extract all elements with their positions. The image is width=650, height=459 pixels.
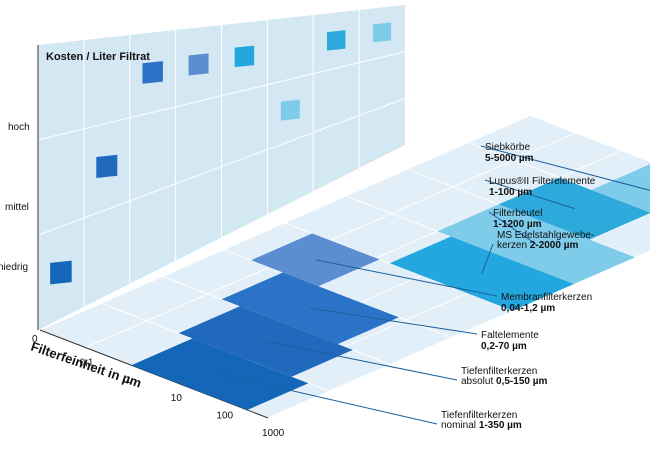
series-label-8-line2: nominal 1-350 µm [441, 420, 522, 431]
band-7 [178, 306, 353, 377]
band-4 [389, 236, 574, 311]
cost-markers [50, 22, 392, 285]
x-tick-label: 1000 [262, 428, 285, 439]
x-tick-label: 1 [125, 375, 131, 386]
x-tick-label: 10 [171, 393, 183, 404]
x-tick-label: 100 [216, 410, 233, 421]
leader-line-3 [488, 211, 537, 245]
series-label-1: Siebkörbe [485, 142, 530, 153]
cost-marker-5 [188, 53, 209, 76]
filter-bands [131, 164, 650, 410]
series-label-6: Faltelemente [481, 330, 539, 341]
cost-marker-6 [142, 61, 163, 84]
leader-line-6 [310, 307, 478, 335]
wall-gridline [37, 97, 406, 236]
series-range-8: 1-350 µm [479, 420, 522, 431]
wall-title: Kosten / Liter Filtrat [46, 51, 150, 63]
band-8 [131, 338, 309, 410]
x-tick-label: 0 [32, 334, 38, 345]
leader-line-4 [481, 243, 494, 274]
floor-gridline [39, 115, 530, 331]
leader-line-7 [265, 341, 458, 381]
series-range-2: 1-100 µm [489, 187, 532, 198]
cost-marker-4 [234, 45, 255, 68]
back-wall [37, 5, 406, 330]
leader-line-5 [315, 259, 498, 297]
series-label-2: Lupus®II Filterelemente [489, 176, 596, 187]
series-range-6: 0,2-70 µm [481, 341, 527, 352]
series-label-7: Tiefenfilterkerzen [461, 366, 537, 377]
floor-gridline [468, 141, 650, 214]
wall-gridline [37, 51, 406, 141]
cost-marker-1 [373, 22, 392, 43]
series-label-3: Filterbeutel [493, 208, 542, 219]
series-label-7-line2: absolut 0,5-150 µm [461, 376, 547, 387]
cost-marker-3 [280, 99, 300, 121]
y-ticks: niedrig mittel hoch [0, 122, 30, 273]
y-tick-label: niedrig [0, 262, 28, 273]
x-ticks: 0 0,1 1 10 100 1000 [32, 334, 285, 439]
floor-gridline [345, 195, 575, 285]
y-tick-label: mittel [5, 202, 29, 213]
series-label-8: Tiefenfilterkerzen [441, 410, 517, 421]
x-tick-label: 0,1 [80, 358, 94, 369]
cost-marker-7 [96, 154, 118, 179]
floor-gridline [223, 249, 452, 339]
y-tick-label: hoch [8, 122, 30, 133]
leader-line-2 [484, 179, 575, 210]
leader-lines [219, 145, 650, 425]
series-range-4: 2-2000 µm [530, 240, 579, 251]
cost-marker-8 [50, 260, 72, 285]
leader-line-1 [480, 145, 650, 191]
leader-line-8 [219, 373, 438, 425]
cost-marker-2 [326, 30, 346, 51]
series-label-5: Membranfilterkerzen [501, 292, 592, 303]
series-range-1: 5-5000 µm [485, 153, 534, 164]
series-label-4: MS Edelstahlgewebe- [497, 230, 594, 241]
series-range-7: 0,5-150 µm [496, 376, 547, 387]
series-range-3: 1-1200 µm [493, 219, 542, 230]
series-range-5: 0,04-1,2 µm [501, 303, 555, 314]
band-1 [591, 164, 650, 213]
series-label-4-line2: kerzen 2-2000 µm [497, 240, 578, 251]
